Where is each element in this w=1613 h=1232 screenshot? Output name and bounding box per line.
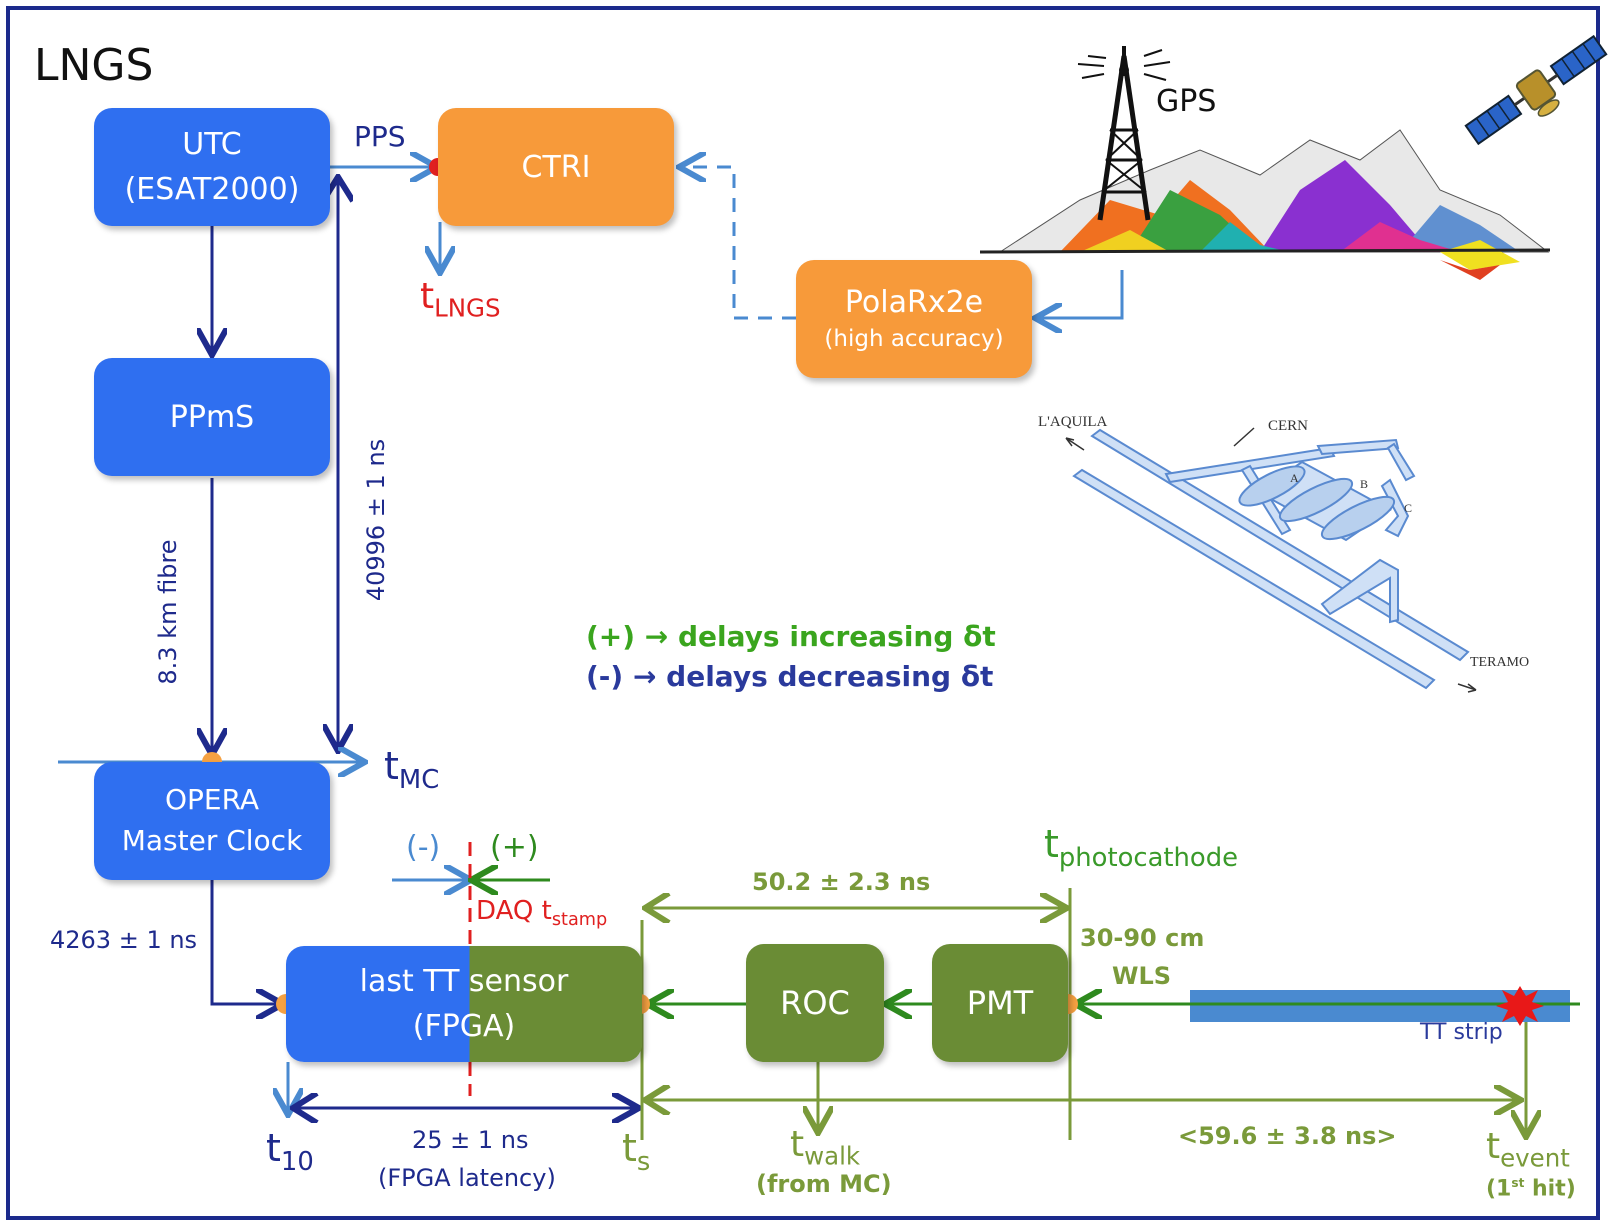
wls-length-label: 30-90 cm [1080, 924, 1205, 952]
ppms-box: PPmS [94, 358, 330, 476]
utc-box: UTC (ESAT2000) [94, 108, 330, 226]
wls-label: WLS [1112, 962, 1172, 990]
opera-box-line1: OPERA [164, 783, 260, 817]
gps-to-polarx-arrow [1038, 270, 1124, 318]
event-hit-star [1496, 986, 1544, 1026]
first-hit-sup: st [1511, 1176, 1525, 1190]
last-tt-sensor-box: last TT sensor (FPGA) [286, 946, 642, 1062]
t-event-label: tevent [1486, 1126, 1570, 1173]
t-mc-main: t [384, 744, 399, 788]
t10-label: t10 [266, 1126, 314, 1177]
twalk-main: t [790, 1124, 805, 1165]
ppms-box-label: PPmS [169, 399, 255, 435]
pmt-box: PMT [932, 944, 1068, 1062]
t-photocathode-main: t [1044, 822, 1059, 866]
opera-to-tt-arrow [210, 880, 280, 1004]
pps-label: PPS [354, 120, 406, 153]
t-lngs-label: tLNGS [420, 276, 501, 323]
pmt-box-label: PMT [966, 984, 1034, 1022]
first-hit-label: (1st hit) [1486, 1176, 1576, 1201]
legend-minus: (-) → delays decreasing δt [586, 660, 994, 693]
utc-mc-delay-label: 40996 ± 1 ns [362, 438, 390, 602]
tt-strip-label: TT strip [1420, 1020, 1503, 1045]
roc-box: ROC [746, 944, 884, 1062]
t10-sub: 10 [280, 1147, 314, 1178]
tt-box-line1: last TT sensor [359, 964, 569, 999]
twalk-label: twalk [790, 1124, 860, 1171]
event-delay-label: <59.6 ± 3.8 ns> [1178, 1122, 1397, 1150]
gps-label: GPS [1156, 84, 1217, 119]
roc-box-label: ROC [780, 984, 850, 1022]
first-hit-pre: (1 [1486, 1176, 1512, 1202]
opera-tt-delay-label: 4263 ± 1 ns [50, 926, 198, 954]
plus-label: (+) [490, 830, 539, 865]
polarx-box-line1: PolaRx2e [844, 285, 984, 321]
from-mc-label: (from MC) [756, 1170, 892, 1198]
daq-sub: stamp [551, 910, 608, 931]
t10-main: t [266, 1126, 281, 1170]
t-lngs-main: t [420, 276, 435, 317]
utc-box-line2: (ESAT2000) [124, 172, 300, 207]
daq-stamp-label: DAQ tstamp [476, 896, 607, 930]
t-event-main: t [1486, 1126, 1501, 1167]
polarx-box-line2: (high accuracy) [824, 325, 1004, 352]
polarx-box: PolaRx2e (high accuracy) [796, 260, 1032, 378]
site-label: LNGS [34, 40, 154, 91]
fibre-label: 8.3 km fibre [154, 539, 182, 685]
fpga-latency-label: (FPGA latency) [378, 1164, 556, 1192]
ctri-box: CTRI [438, 108, 674, 226]
polarx-to-ctri-dashed [682, 167, 796, 320]
opera-box-line2: Master Clock [121, 824, 303, 857]
tt-box-line2: (FPGA) [412, 1009, 516, 1044]
ts-sub: s [636, 1147, 651, 1178]
daq-main: DAQ t [476, 896, 552, 926]
photocathode-delay-label: 50.2 ± 2.3 ns [752, 868, 931, 896]
fpga-delay-label: 25 ± 1 ns [412, 1126, 529, 1154]
opera-master-clock-box: OPERA Master Clock [94, 762, 330, 880]
twalk-sub: walk [804, 1141, 861, 1171]
t-photocathode-sub: photocathode [1058, 843, 1239, 874]
t-photocathode-label: tphotocathode [1044, 822, 1238, 873]
ctri-box-label: CTRI [521, 149, 591, 185]
t-event-sub: event [1500, 1143, 1570, 1173]
t-mc-label: tMC [384, 744, 439, 795]
utc-box-line1: UTC [182, 127, 242, 162]
t-mc-sub: MC [398, 765, 440, 796]
ts-label: ts [622, 1126, 650, 1177]
t-lngs-sub: LNGS [434, 293, 501, 323]
legend-plus: (+) → delays increasing δt [586, 620, 996, 653]
minus-label: (-) [406, 830, 441, 865]
ts-main: t [622, 1126, 637, 1170]
first-hit-post: hit) [1524, 1176, 1576, 1202]
